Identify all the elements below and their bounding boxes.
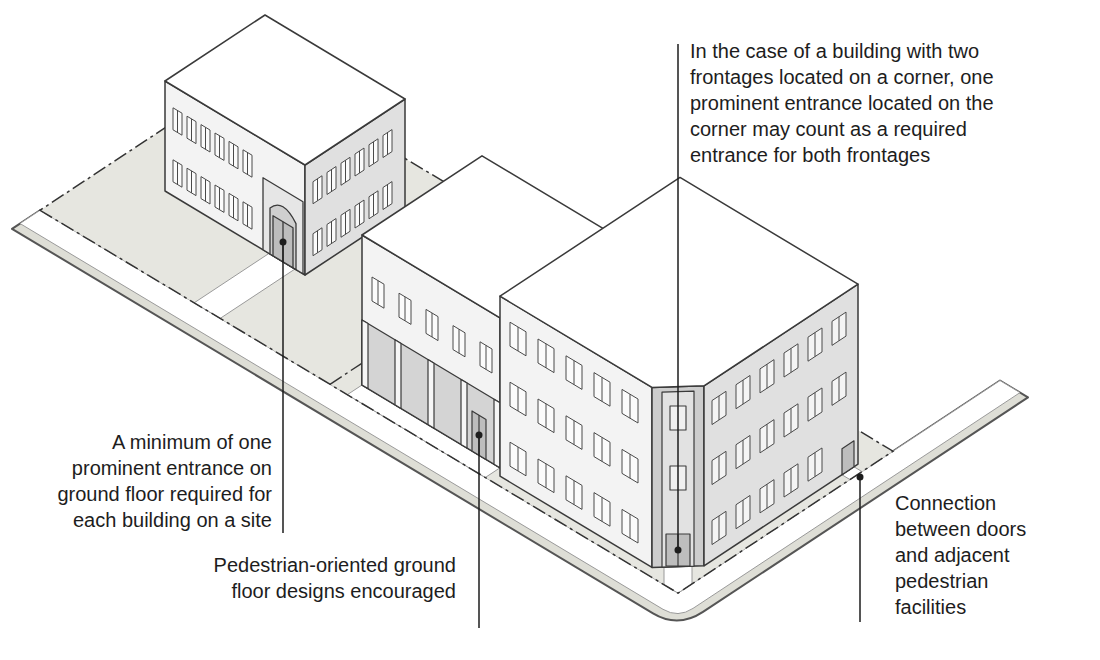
corner-building — [842, 441, 854, 475]
arcade-building — [494, 399, 500, 468]
leader-dot — [280, 239, 287, 246]
corner-building — [712, 451, 726, 484]
left-building — [187, 168, 196, 195]
corner-building — [784, 464, 798, 497]
walkway — [664, 566, 692, 593]
arcade-building — [395, 340, 401, 409]
left-building — [243, 150, 252, 177]
corner-building — [594, 433, 610, 467]
arcade-building — [399, 293, 411, 324]
arcade-building — [426, 309, 438, 340]
left-building — [229, 141, 238, 168]
corner-building — [712, 307, 854, 561]
arcade-building — [362, 320, 368, 389]
corner-building — [622, 449, 638, 483]
corner-building — [622, 509, 638, 543]
left-building — [341, 209, 350, 237]
corner-building — [808, 388, 822, 421]
leader-line — [677, 44, 679, 550]
corner-building — [736, 435, 750, 468]
left-building — [215, 185, 224, 212]
corner-building — [566, 476, 582, 510]
callout-text: In the case of a building with two front… — [690, 38, 1025, 168]
corner-building — [510, 322, 638, 543]
corner-building — [594, 373, 610, 407]
left-building — [173, 160, 182, 187]
arcade-building — [362, 271, 500, 468]
arcade-building — [461, 379, 467, 448]
arcade-building — [480, 342, 492, 373]
left-building — [201, 177, 210, 204]
corner-building — [712, 511, 726, 544]
arcade-building — [453, 326, 465, 357]
corner-building — [538, 339, 554, 373]
corner-building — [808, 328, 822, 361]
left-building — [313, 176, 322, 204]
corner-building — [500, 177, 858, 567]
leader-dot — [280, 239, 864, 554]
corner-building — [832, 372, 846, 405]
left-building — [215, 133, 224, 160]
left-building — [383, 182, 392, 210]
left-building — [313, 228, 322, 256]
callout-text: A minimum of one prominent entrance on g… — [42, 429, 272, 533]
callout-text: Connection between doors and adjacent pe… — [895, 490, 1045, 620]
left-building — [173, 108, 182, 135]
corner-building — [594, 493, 610, 527]
left-building — [201, 125, 210, 152]
walkway — [194, 253, 295, 318]
corner-building — [538, 399, 554, 433]
left-building — [369, 139, 378, 167]
leader-dot — [857, 474, 864, 481]
corner-building — [736, 375, 750, 408]
corner-building — [832, 312, 846, 345]
corner-building — [760, 360, 774, 393]
left-building — [229, 193, 238, 220]
corner-building — [510, 322, 526, 356]
corner-building — [712, 391, 726, 424]
left-building — [383, 130, 392, 158]
left-building — [327, 219, 336, 247]
corner-building — [622, 389, 638, 423]
corner-building — [808, 448, 822, 481]
left-building — [243, 202, 252, 229]
left-building — [369, 191, 378, 219]
left-building — [165, 15, 405, 165]
leader-line — [282, 242, 284, 533]
corner-building — [566, 416, 582, 450]
leader-line — [859, 477, 861, 622]
arcade-building — [428, 360, 434, 429]
leader-dot — [675, 547, 682, 554]
corner-building — [510, 382, 526, 416]
corner-building — [566, 356, 582, 390]
corner-building — [510, 442, 526, 476]
left-building — [327, 167, 336, 195]
corner-building — [500, 177, 858, 387]
corner-building — [538, 459, 554, 493]
left-building — [341, 157, 350, 185]
corner-building — [760, 480, 774, 513]
leader-dot — [476, 432, 483, 439]
left-building — [187, 116, 196, 143]
corner-building — [760, 420, 774, 453]
corner-building — [784, 344, 798, 377]
callout-text: Pedestrian-oriented ground floor designs… — [196, 552, 456, 604]
corner-building — [736, 495, 750, 528]
arcade-building — [372, 277, 384, 308]
corner-building — [784, 404, 798, 437]
leader-line — [478, 435, 480, 628]
left-building — [355, 148, 364, 176]
left-building — [355, 200, 364, 228]
